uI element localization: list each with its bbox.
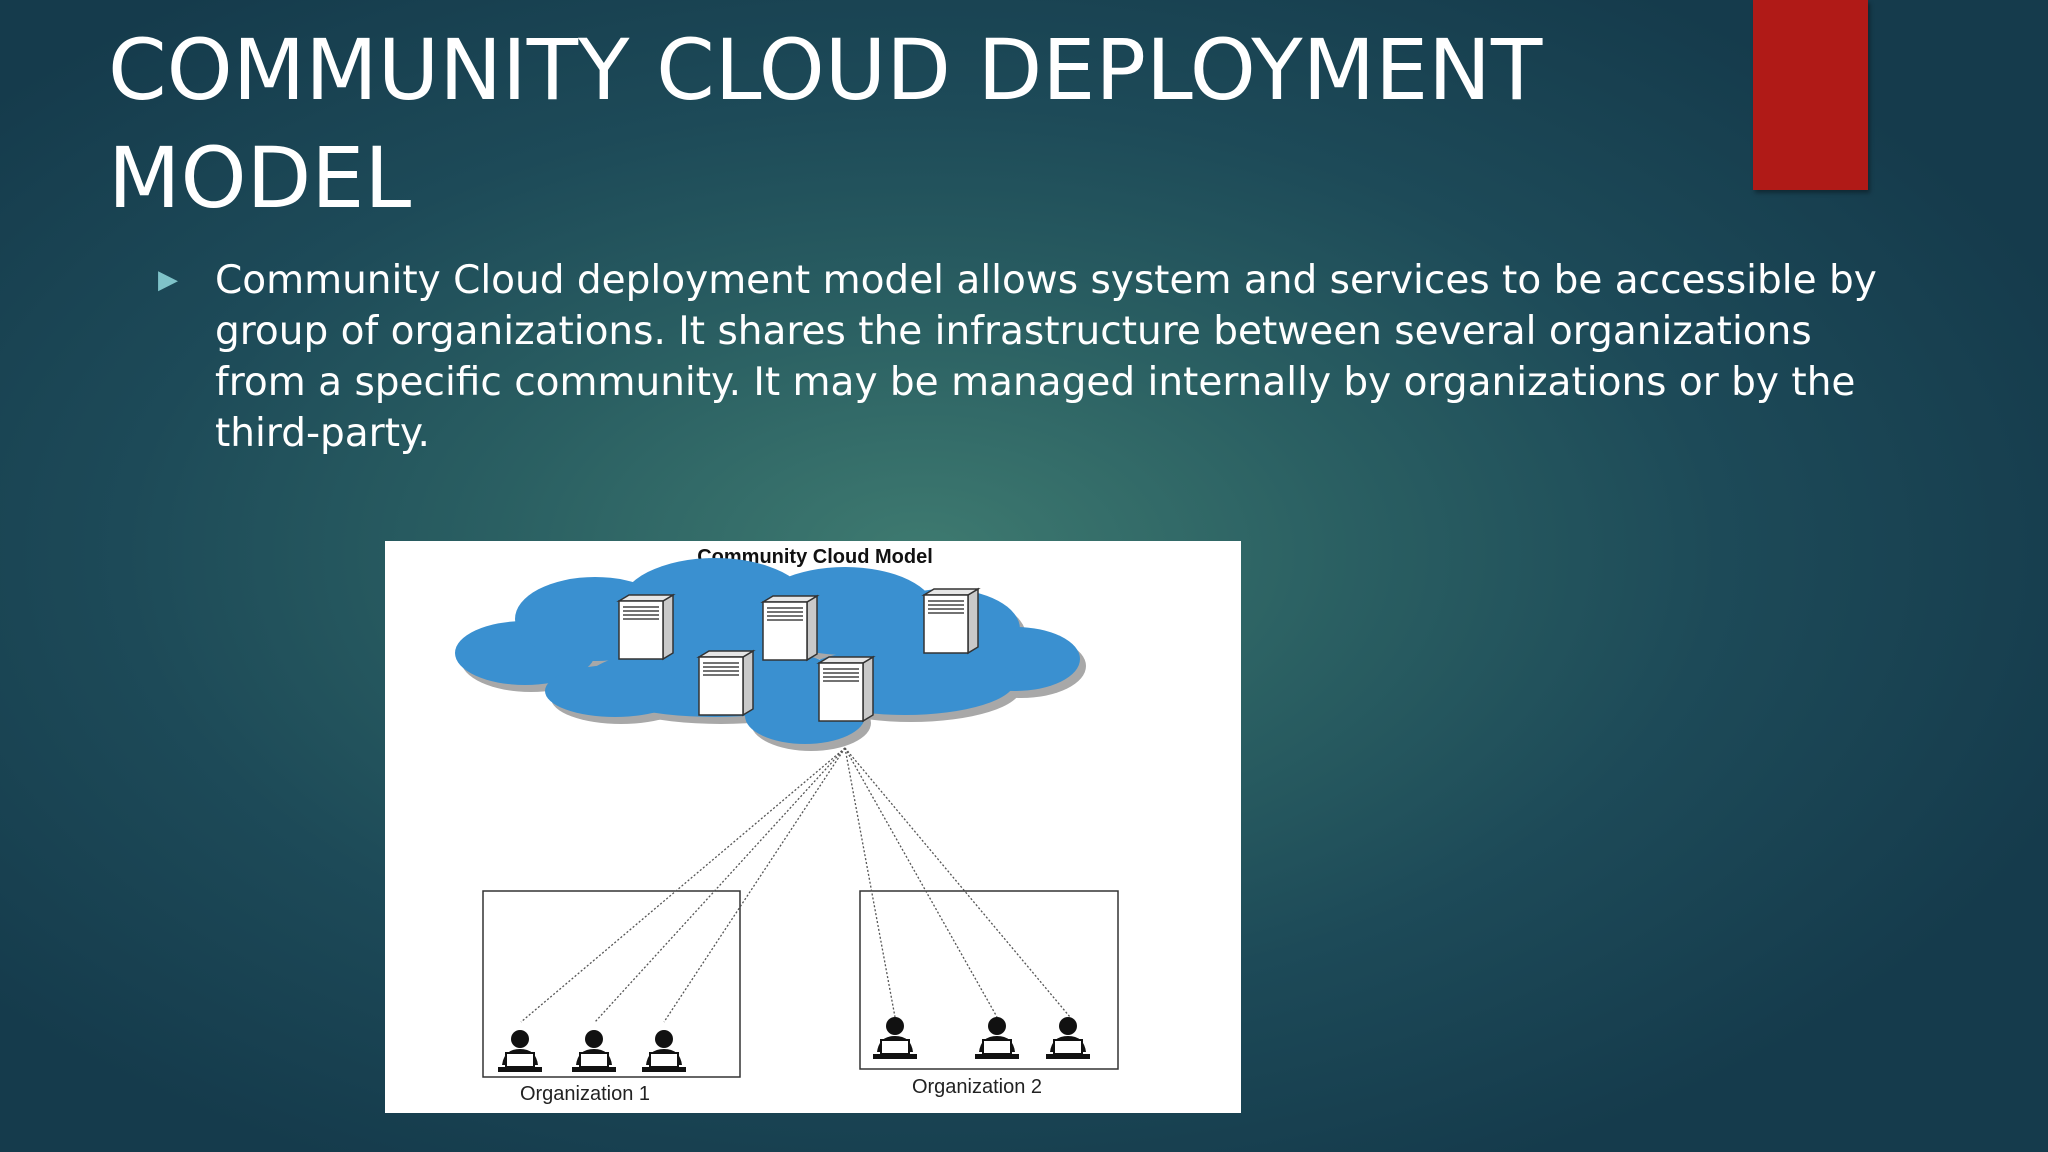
user-icon <box>641 1029 687 1073</box>
user-icon <box>497 1029 543 1073</box>
server-icon <box>698 650 754 716</box>
triangle-right-icon: ▶ <box>158 265 178 295</box>
connection-lines <box>520 747 1071 1023</box>
server-icon <box>818 656 874 722</box>
diagram-title: Community Cloud Model <box>697 546 933 568</box>
user-icon <box>1045 1016 1091 1060</box>
server-icon <box>618 594 674 660</box>
server-icon <box>762 595 818 661</box>
user-icon <box>872 1016 918 1060</box>
slide-title: COMMUNITY CLOUD DEPLOYMENT MODEL <box>108 21 1543 227</box>
organization-1-label: Organization 1 <box>520 1083 650 1105</box>
user-icon <box>974 1016 1020 1060</box>
organization-2-label: Organization 2 <box>912 1076 1042 1098</box>
accent-bar <box>1753 0 1868 190</box>
organization-1-box <box>482 890 741 1078</box>
community-cloud-diagram: Community Cloud Model <box>385 541 1241 1113</box>
bullet-text: Community Cloud deployment model allows … <box>215 258 1877 456</box>
organization-2-box <box>859 890 1119 1070</box>
server-icon <box>923 588 979 654</box>
user-icon <box>571 1029 617 1073</box>
